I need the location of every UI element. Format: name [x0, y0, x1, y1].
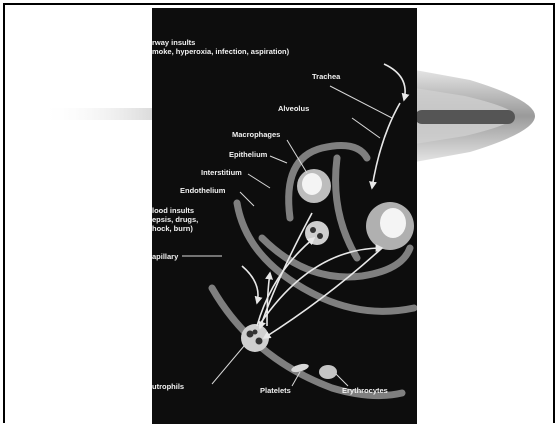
endothelium-label: Endothelium	[180, 186, 225, 195]
bullet-core	[415, 110, 515, 124]
erythrocyte	[319, 365, 337, 379]
macrophages-label: Macrophages	[232, 130, 280, 139]
blood-insults-label-line3: hock, burn)	[152, 224, 193, 233]
neutrophil-interstitium-arrow	[267, 273, 270, 326]
neutrophils-label: utrophils	[152, 382, 184, 391]
neutrophil	[305, 221, 329, 245]
capillary-wall	[212, 288, 402, 396]
blood-insult-arrow	[242, 266, 258, 303]
airway-insults-label-line2: moke, hyperoxia, infection, aspiration)	[152, 47, 289, 56]
epithelium-label: Epithelium	[229, 150, 267, 159]
trachea-arrow	[372, 103, 400, 188]
airway-insults-label-line1: rway insults	[152, 38, 195, 47]
platelets-label: Platelets	[260, 386, 291, 395]
macrophage-to-neutrophil-arrow	[264, 248, 382, 338]
lung-injury-diagram: rway insults moke, hyperoxia, infection,…	[152, 8, 417, 424]
label-leaders	[182, 86, 392, 386]
blood-insults-label-line1: lood insults	[152, 206, 194, 215]
erythrocytes-label: Erythrocytes	[342, 386, 388, 395]
capillary-label: apillary	[152, 252, 178, 261]
trachea-label: Trachea	[312, 72, 340, 81]
blood-insults-label-line2: epsis, drugs,	[152, 215, 198, 224]
gradient-streak	[40, 108, 160, 120]
alveolar-wall-septum	[336, 158, 357, 258]
alveolus-label: Alveolus	[278, 104, 309, 113]
airway-insult-arrow	[384, 64, 405, 100]
interstitium-label: Interstitium	[201, 168, 242, 177]
